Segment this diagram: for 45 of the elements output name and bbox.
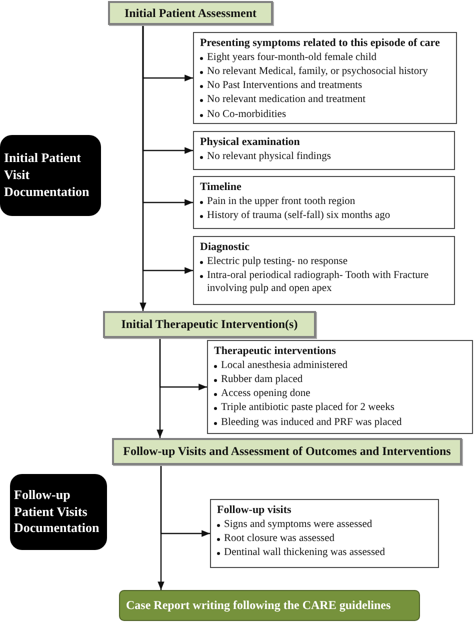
bullet-text: No Past Interventions and treatments	[207, 79, 362, 92]
bullet-text: Pain in the upper front tooth region	[207, 195, 356, 208]
box-heading: Therapeutic interventions	[214, 345, 337, 357]
stage-box	[103, 311, 316, 338]
bullet-text: No relevant medication and treatment	[207, 93, 366, 106]
bullet-text: History of trauma (self-fall) six months ago	[207, 209, 390, 222]
box-heading: Timeline	[200, 181, 242, 193]
bullet-text: Triple antibiotic paste placed for 2 weeks	[221, 401, 394, 414]
bullet-text: Rubber dam placed	[221, 373, 303, 386]
connector-arrow	[158, 465, 164, 590]
section-panel	[0, 135, 101, 216]
bullet-text: Access opening done	[221, 387, 310, 400]
stage-title: Initial Patient Assessment	[124, 6, 256, 20]
stage-title: Initial Therapeutic Intervention(s)	[121, 317, 298, 332]
stage-box	[108, 1, 273, 25]
stage-title: Case Report writing following the CARE guidelines	[126, 598, 391, 613]
bullet-text: Root closure was assessed	[224, 532, 335, 546]
bullet-text: Eight years four-month-old female child	[207, 51, 376, 64]
detail-box	[193, 32, 457, 124]
connector-arrow	[140, 25, 146, 311]
bullet-text: Signs and symptoms were assessed	[224, 518, 372, 532]
box-heading: Diagnostic	[200, 241, 250, 253]
detail-box	[193, 131, 455, 170]
detail-box	[193, 236, 455, 305]
detail-box	[193, 176, 455, 229]
bullet-text: Electric pulp testing- no response	[207, 255, 348, 268]
box-heading: Follow-up visits	[217, 504, 292, 516]
bullet-text: No relevant Medical, family, or psychosocial history	[207, 65, 428, 78]
connector-arrow	[156, 338, 164, 438]
bullet-text: No Co-morbidities	[207, 108, 286, 121]
section-label: Follow-up Patient Visits Documentation	[14, 486, 100, 538]
section-label: Initial Patient Visit Documentation	[4, 150, 90, 201]
bullet-text: Dentinal wall thickening was assessed	[224, 546, 385, 560]
stage-box	[112, 438, 462, 465]
bullet-text: Intra-oral periodical radiograph- Tooth with Fracture involving pulp and open apex	[207, 269, 430, 296]
box-heading: Presenting symptoms related to this episode of care	[200, 37, 441, 49]
section-panel	[10, 474, 107, 550]
detail-box	[210, 499, 439, 568]
bullet-text: No relevant physical findings	[207, 150, 331, 164]
bullet-text: Local anesthesia administered	[221, 359, 348, 372]
final-box	[119, 590, 420, 621]
detail-box	[207, 340, 473, 434]
box-heading: Physical examination	[200, 136, 301, 148]
stage-title: Follow-up Visits and Assessment of Outcomes and Interventions	[123, 444, 451, 459]
bullet-text: Bleeding was induced and PRF was placed	[221, 416, 402, 429]
